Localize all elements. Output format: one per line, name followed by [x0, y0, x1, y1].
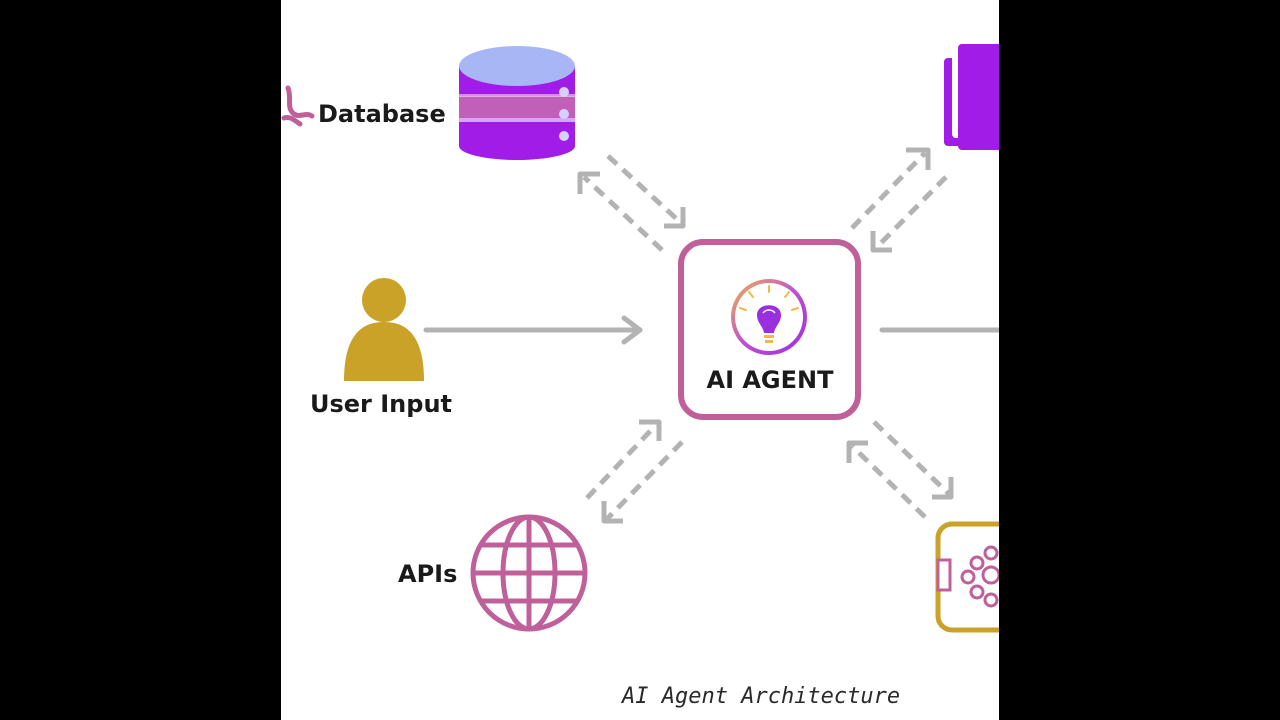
arrow-apis-agent — [585, 419, 684, 524]
user-input-label: User Input — [310, 390, 452, 418]
arrow-agent-processor — [846, 420, 954, 519]
arrow-user-to-agent — [423, 315, 643, 345]
user-icon — [344, 278, 424, 381]
documents-icon — [944, 44, 999, 150]
lightbulb-brain-icon — [731, 279, 807, 355]
chip-icon — [935, 521, 999, 633]
arrow-database-agent — [577, 154, 686, 252]
arrow-agent-documents — [850, 147, 948, 253]
ai-agent-node — [678, 239, 861, 420]
apis-label: APIs — [398, 560, 458, 588]
partial-left-icon — [281, 85, 315, 127]
diagram-caption: AI Agent Architecture — [622, 684, 901, 709]
center-node-label: AI AGENT — [706, 366, 834, 394]
globe-icon — [470, 514, 588, 632]
database-label: Database — [318, 100, 446, 128]
database-icon — [459, 46, 575, 160]
